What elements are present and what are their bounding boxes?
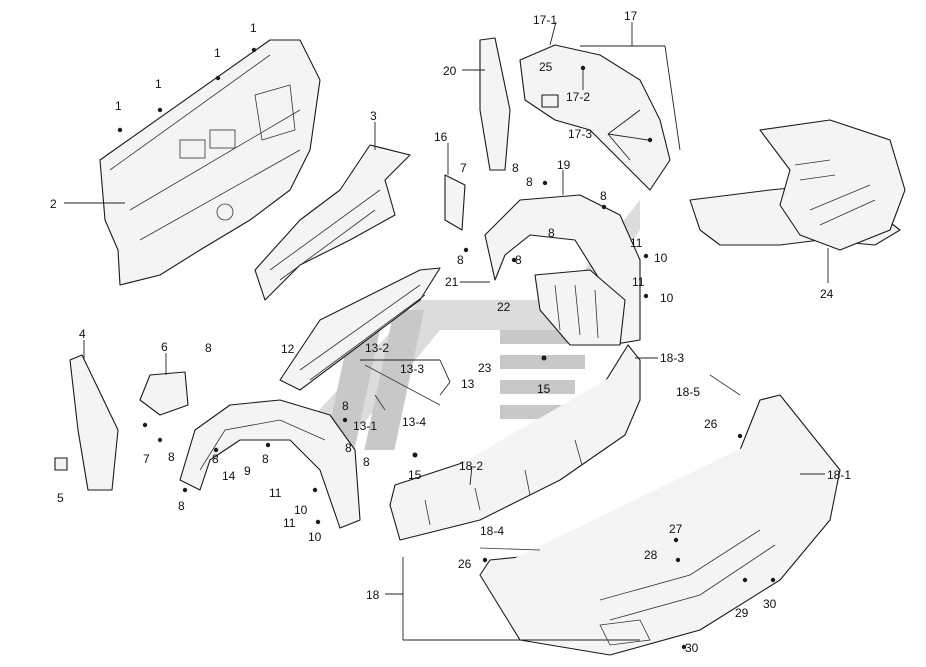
- callout-24: 24: [820, 287, 834, 301]
- callout-30: 30: [763, 597, 777, 611]
- callout-15: 15: [408, 468, 422, 482]
- callout-21: 21: [445, 275, 459, 289]
- callout-18: 18: [366, 588, 380, 602]
- callout-8: 8: [363, 455, 370, 469]
- bumper-absorber: [389, 344, 641, 541]
- callout-10: 10: [654, 251, 668, 265]
- fender-bracket-set: [444, 37, 511, 231]
- callout-13-2: 13-2: [365, 341, 389, 355]
- callout-26: 26: [704, 417, 718, 431]
- callout-2: 2: [50, 197, 57, 211]
- callout-14: 14: [222, 469, 236, 483]
- callout-12: 12: [281, 342, 295, 356]
- callout-4: 4: [79, 327, 86, 341]
- callout-9: 9: [244, 464, 251, 478]
- callout-27: 27: [669, 522, 683, 536]
- callout-7: 7: [460, 161, 467, 175]
- callout-18-2: 18-2: [459, 459, 483, 473]
- callout-5: 5: [57, 491, 64, 505]
- callout-13-4: 13-4: [402, 415, 426, 429]
- callout-8: 8: [342, 399, 349, 413]
- callout-28: 28: [644, 548, 658, 562]
- callout-17-1: 17-1: [533, 13, 557, 27]
- callout-8: 8: [548, 226, 555, 240]
- callout-1: 1: [155, 77, 162, 91]
- callout-13: 13: [461, 377, 475, 391]
- callout-8: 8: [457, 253, 464, 267]
- callout-8: 8: [262, 452, 269, 466]
- fastener-clips: [117, 47, 776, 650]
- callout-8: 8: [168, 450, 175, 464]
- callout-11: 11: [632, 275, 645, 289]
- callout-16: 16: [434, 130, 448, 144]
- firewall-panel: [99, 39, 321, 286]
- callout-7: 7: [143, 452, 150, 466]
- callout-25: 25: [539, 60, 553, 74]
- callout-1: 1: [250, 21, 257, 35]
- callout-8: 8: [515, 253, 522, 267]
- front-bumper-cover: [479, 374, 841, 656]
- callout-18-3: 18-3: [660, 351, 684, 365]
- callout-10: 10: [308, 530, 322, 544]
- callout-15: 15: [537, 382, 551, 396]
- callout-18-5: 18-5: [676, 385, 700, 399]
- splash-flap: [139, 371, 189, 416]
- callout-19: 19: [557, 158, 571, 172]
- callout-11: 11: [269, 486, 282, 500]
- callout-6: 6: [161, 340, 168, 354]
- callout-labels: 1 1 1 1 2 3 4 5 6 7 7 8 8 8 8 8 8 8 8 8 …: [50, 9, 851, 655]
- callout-8: 8: [178, 499, 185, 513]
- callout-23: 23: [478, 361, 492, 375]
- callout-17-2: 17-2: [566, 90, 590, 104]
- left-bracket: [54, 354, 119, 491]
- callout-22: 22: [497, 300, 511, 314]
- callout-26: 26: [458, 557, 472, 571]
- front-fender-liner: [179, 399, 361, 529]
- engine-undertray: [689, 119, 906, 251]
- wheel-arch-liner: [484, 194, 641, 346]
- callout-10: 10: [660, 291, 674, 305]
- callout-29: 29: [735, 606, 749, 620]
- callout-11: 11: [630, 236, 643, 250]
- callout-8: 8: [345, 441, 352, 455]
- callout-8: 8: [512, 161, 519, 175]
- radiator-support-trim: [519, 44, 671, 191]
- callout-1: 1: [115, 99, 122, 113]
- callout-30: 30: [685, 641, 699, 655]
- cowl-brackets: [279, 267, 441, 411]
- dash-insulator: [254, 144, 411, 301]
- callout-3: 3: [370, 109, 377, 123]
- callout-17: 17: [624, 9, 638, 23]
- leader-lines: [64, 21, 829, 641]
- callout-13-1: 13-1: [353, 419, 377, 433]
- callout-17-3: 17-3: [568, 127, 592, 141]
- callout-8: 8: [205, 341, 212, 355]
- callout-8: 8: [212, 452, 219, 466]
- callout-8: 8: [526, 175, 533, 189]
- callout-1: 1: [214, 46, 221, 60]
- callout-8: 8: [600, 189, 607, 203]
- callout-20: 20: [443, 64, 457, 78]
- callout-18-4: 18-4: [480, 524, 504, 538]
- callout-13-3: 13-3: [400, 362, 424, 376]
- callout-11: 11: [283, 516, 296, 530]
- callout-18-1: 18-1: [827, 468, 851, 482]
- callout-10: 10: [294, 503, 308, 517]
